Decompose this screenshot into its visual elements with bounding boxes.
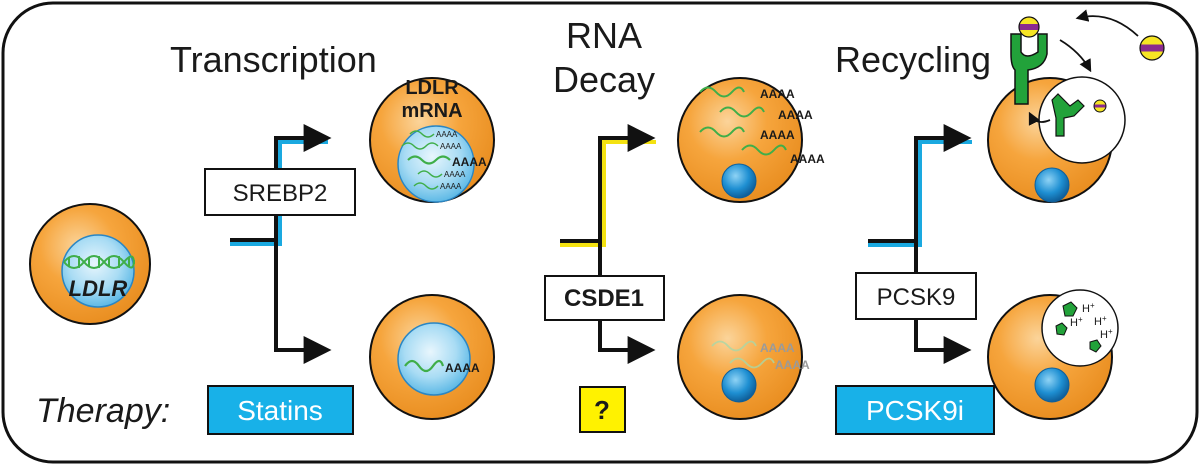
cell-body bbox=[677, 77, 803, 203]
transcription-heading: Transcription bbox=[170, 39, 377, 80]
lysosome bbox=[1041, 289, 1119, 367]
poly-a-tail: AAAA bbox=[444, 170, 466, 179]
ldlr-gene-label: LDLR bbox=[69, 276, 128, 301]
proton-label: H+ bbox=[1082, 301, 1095, 315]
mrna-transcripts bbox=[699, 86, 787, 156]
therapy-label: Therapy: bbox=[36, 392, 170, 430]
poly-a-tail: AAAA bbox=[775, 358, 810, 372]
poly-a-tail: AAAA bbox=[445, 361, 480, 375]
proton-label: H+ bbox=[1100, 327, 1113, 341]
pcsk9i-therapy-box: PCSK9i bbox=[835, 385, 995, 435]
cell-body bbox=[677, 294, 803, 420]
cell-ldlr-gene: LDLR bbox=[29, 203, 151, 325]
srebp2-label: SREBP2 bbox=[233, 180, 328, 207]
cell-receptor-recycling bbox=[987, 9, 1165, 203]
ldl-particle-free-icon bbox=[1139, 35, 1165, 61]
poly-a-tail: AAAA bbox=[452, 155, 487, 169]
cell-mrna-decayed: AAAA AAAA bbox=[677, 294, 810, 420]
poly-a-tail: AAAA bbox=[440, 182, 462, 191]
srebp2-box bbox=[204, 168, 356, 216]
dna-helix-icon bbox=[63, 255, 135, 269]
nucleus bbox=[721, 367, 757, 403]
pcsk9-box bbox=[855, 272, 977, 320]
endosome bbox=[1038, 76, 1126, 164]
proton-label: H+ bbox=[1070, 315, 1083, 329]
nucleus bbox=[1034, 367, 1070, 403]
mrna-transcripts bbox=[401, 130, 451, 190]
pcsk9-label: PCSK9 bbox=[877, 284, 956, 311]
cell-mrna-high: LDLR mRNA AAAA AAAA AAAA AAAA AAAA bbox=[369, 77, 495, 203]
poly-a-tail: AAAA bbox=[790, 152, 825, 166]
unknown-therapy-box: ? bbox=[579, 386, 626, 433]
pcsk9-path-up-arrow bbox=[868, 124, 972, 243]
recycle-arrows-icon bbox=[1028, 9, 1139, 126]
nucleus bbox=[1034, 167, 1070, 203]
poly-a-tail: AAAA bbox=[760, 341, 795, 355]
pcsk9-pathway: PCSK9 bbox=[855, 124, 977, 364]
mrna-label-line1: LDLR bbox=[405, 77, 459, 99]
mrna-transcript bbox=[404, 359, 445, 373]
ldl-receptor-surface-icon bbox=[1010, 33, 1048, 105]
csde1-label: CSDE1 bbox=[564, 285, 644, 312]
srebp2-path-down-arrow bbox=[274, 240, 332, 364]
csde1-box bbox=[544, 275, 665, 321]
degraded-receptor-fragments-icon bbox=[1055, 301, 1102, 353]
rna-decay-heading-line2: Decay bbox=[553, 59, 655, 100]
cell-mrna-stable: AAAA AAAA AAAA AAAA bbox=[677, 77, 825, 203]
csde1-pathway: CSDE1 bbox=[544, 124, 665, 364]
poly-a-tail: AAAA bbox=[440, 142, 462, 151]
ldl-particle-small-icon bbox=[1093, 99, 1107, 113]
nucleus bbox=[397, 322, 471, 396]
csde1-path-up-arrow bbox=[560, 124, 656, 243]
faded-mrna-transcripts bbox=[711, 340, 775, 369]
poly-a-tail: AAAA bbox=[436, 130, 458, 139]
ldl-receptor-internalized-icon bbox=[1051, 93, 1085, 137]
statins-therapy-box: Statins bbox=[207, 385, 354, 435]
rna-decay-heading-line1: RNA bbox=[566, 15, 642, 56]
poly-a-tail: AAAA bbox=[760, 87, 795, 101]
srebp2-pathway: SREBP2 bbox=[204, 124, 356, 364]
cell-receptor-degradation: H+ H+ H+ H+ bbox=[987, 289, 1119, 420]
proton-label: H+ bbox=[1094, 314, 1107, 328]
unknown-therapy-label: ? bbox=[594, 395, 610, 425]
mrna-label-line2: mRNA bbox=[401, 100, 462, 122]
ldl-particle-bound-icon bbox=[1018, 16, 1040, 38]
poly-a-tail: AAAA bbox=[778, 108, 813, 122]
pcsk9i-label: PCSK9i bbox=[866, 395, 964, 426]
cell-mrna-low: AAAA bbox=[369, 294, 495, 420]
statins-label: Statins bbox=[237, 395, 323, 426]
nucleus bbox=[721, 163, 757, 199]
recycling-heading: Recycling bbox=[835, 39, 991, 80]
nucleus bbox=[61, 234, 135, 308]
poly-a-tail: AAAA bbox=[760, 128, 795, 142]
